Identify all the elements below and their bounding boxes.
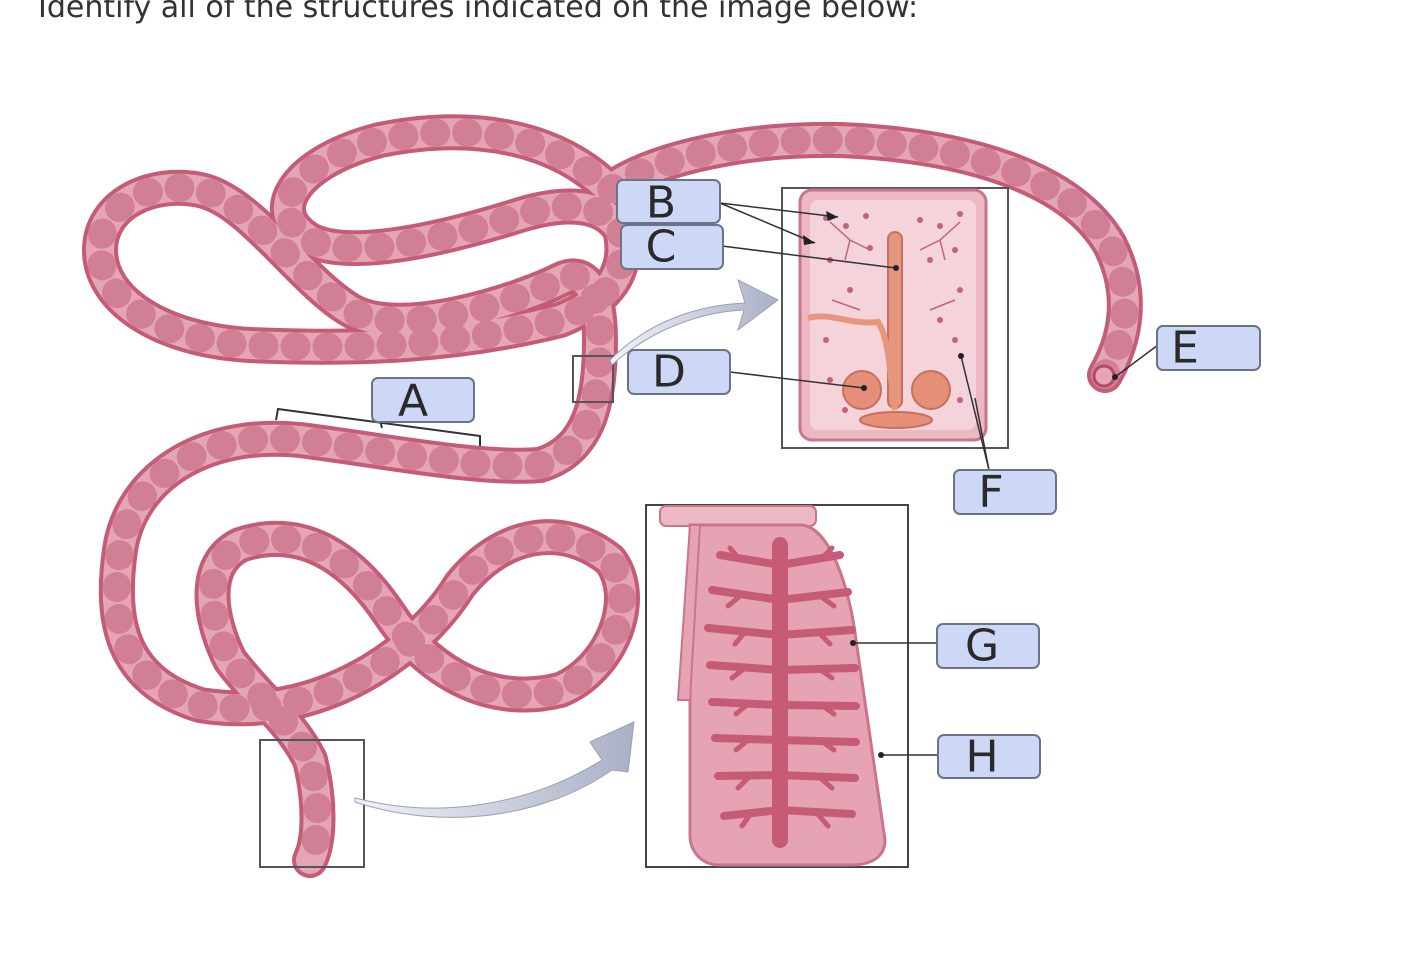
label-f-text: F [978, 467, 1003, 518]
testes [823, 211, 963, 413]
branched-uterus [704, 537, 860, 848]
magnify-arrow-top [609, 279, 779, 366]
label-g-text: G [965, 621, 999, 672]
mature-segment-box [572, 355, 614, 403]
question-prompt: Identify all of the structures indicated… [38, 0, 919, 25]
magnify-arrow-bottom [354, 721, 635, 818]
label-b-text: B [646, 178, 676, 229]
gravid-proglottid-inset [645, 504, 909, 868]
label-h-box[interactable]: H [937, 732, 1041, 783]
label-a-text: A [398, 376, 428, 427]
label-d-box[interactable]: D [627, 347, 731, 398]
label-f-box[interactable]: F [953, 467, 1057, 518]
mature-proglottid-inset [781, 187, 1009, 449]
label-c-text: C [646, 222, 677, 273]
leader-dots [850, 265, 1118, 758]
scolex [1092, 364, 1116, 388]
label-e-box[interactable]: E [1156, 323, 1261, 374]
leader-lines [719, 202, 1159, 756]
label-d-text: D [652, 347, 686, 398]
label-e-text: E [1171, 323, 1199, 374]
label-g-box[interactable]: G [936, 621, 1040, 672]
label-a-box[interactable]: A [371, 376, 475, 427]
label-b-box[interactable]: B [616, 178, 721, 229]
label-c-box[interactable]: C [620, 222, 724, 273]
tapeworm-body [82, 114, 1143, 878]
label-h-text: H [965, 732, 998, 783]
